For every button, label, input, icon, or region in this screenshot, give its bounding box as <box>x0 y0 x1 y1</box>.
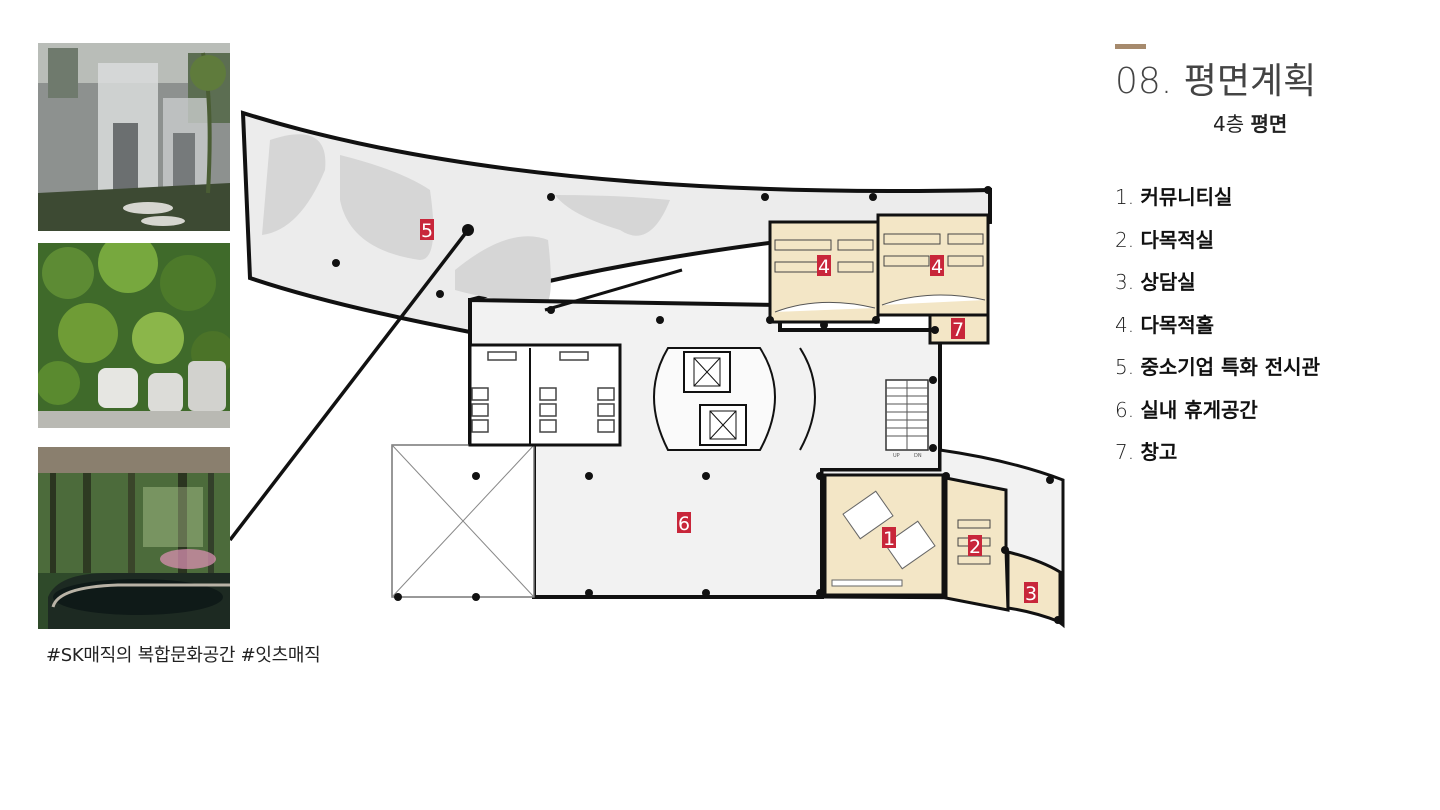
photo-caption: #SK매직의 복합문화공간 #잇츠매직 <box>46 645 321 666</box>
green-wall-photo <box>38 243 230 428</box>
stair-up-label: UP <box>893 453 900 459</box>
section-number: 08. <box>1115 61 1173 102</box>
legend-item: 6. 실내 휴게공간 <box>1115 397 1258 422</box>
marker-7: 7 <box>952 319 964 341</box>
marker-4-left: 4 <box>818 256 830 278</box>
floor-number: 4층 <box>1213 112 1245 136</box>
marker-3: 3 <box>1025 583 1037 605</box>
floor-subtitle: 4층 평면 <box>1213 108 1287 137</box>
accent-bar <box>1115 44 1146 49</box>
section-title-text: 평면계획 <box>1183 61 1317 102</box>
marker-1: 1 <box>883 528 895 550</box>
marker-2: 2 <box>969 536 981 558</box>
legend-item: 2. 다목적실 <box>1115 227 1215 252</box>
marker-5: 5 <box>421 220 433 242</box>
legend-item: 7. 창고 <box>1115 440 1178 464</box>
floor-plan: UP DN 5 <box>230 110 1065 629</box>
marker-4-right: 4 <box>931 256 943 278</box>
room-legend: 1. 커뮤니티실 2. 다목적실 3. 상담실 4. 다목적홀 5. 중소기업 … <box>1115 186 1320 484</box>
forest-media-wall-photo <box>38 447 230 629</box>
stair-down-label: DN <box>914 453 922 459</box>
legend-item: 4. 다목적홀 <box>1115 312 1215 337</box>
legend-item: 3. 상담실 <box>1115 270 1196 294</box>
legend-item: 1. 커뮤니티실 <box>1115 185 1233 209</box>
floor-label: 평면 <box>1250 112 1288 136</box>
leader-line <box>230 228 470 542</box>
mesh-curtain-room-photo <box>38 43 230 231</box>
legend-item: 5. 중소기업 특화 전시관 <box>1115 355 1320 379</box>
section-title: 08. 평면계획 <box>1115 52 1316 104</box>
restroom-block <box>468 343 622 447</box>
marker-6: 6 <box>678 513 690 535</box>
